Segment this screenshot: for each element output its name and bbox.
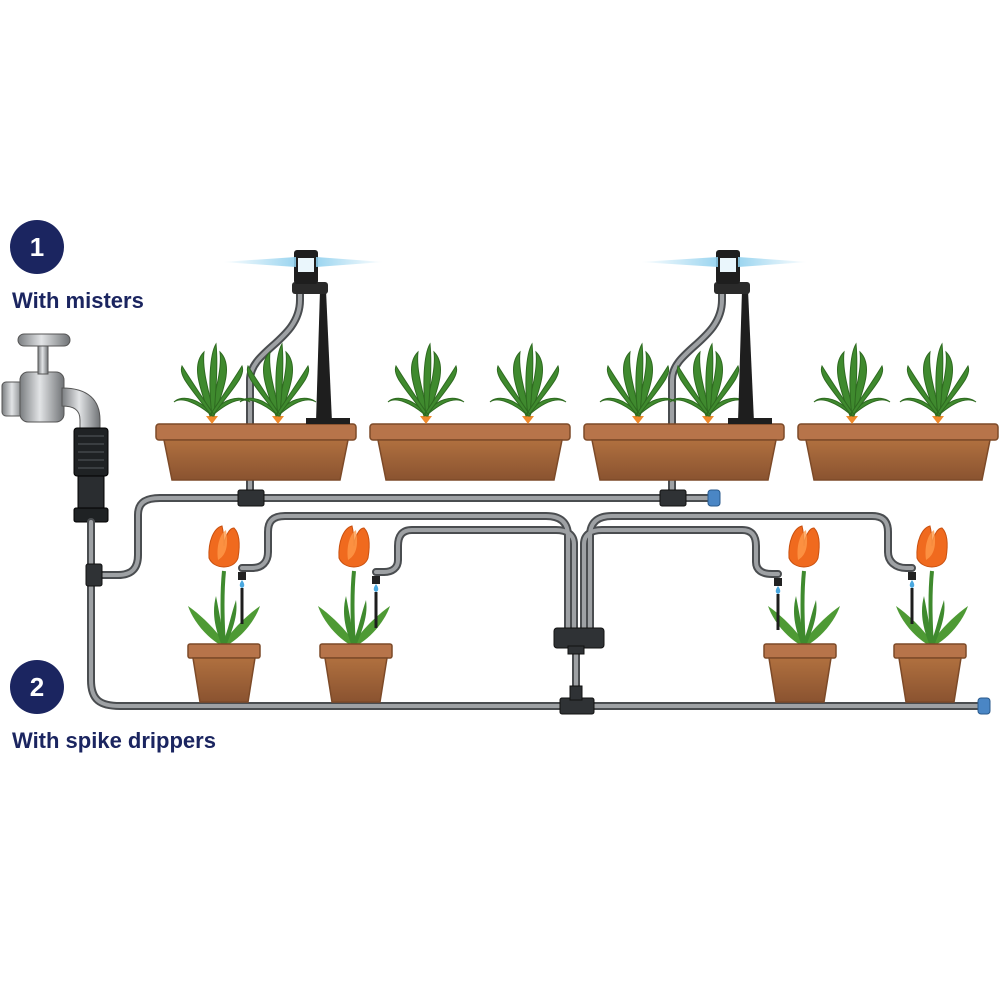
- system-2-badge: 2: [10, 660, 64, 714]
- tap-icon: [1, 333, 101, 433]
- mister-icon: [222, 250, 808, 424]
- system-1-badge: 1: [10, 220, 64, 274]
- system-1-label: With misters: [12, 288, 144, 313]
- carrot-plant-icon: [173, 343, 977, 425]
- t-connector-icon: [85, 489, 687, 715]
- hose-connector-icon: [73, 427, 109, 523]
- tubing: [87, 276, 984, 710]
- system-2-label: With spike drippers: [12, 728, 216, 753]
- end-cap-icon: [707, 489, 991, 715]
- planter-row: [155, 423, 999, 481]
